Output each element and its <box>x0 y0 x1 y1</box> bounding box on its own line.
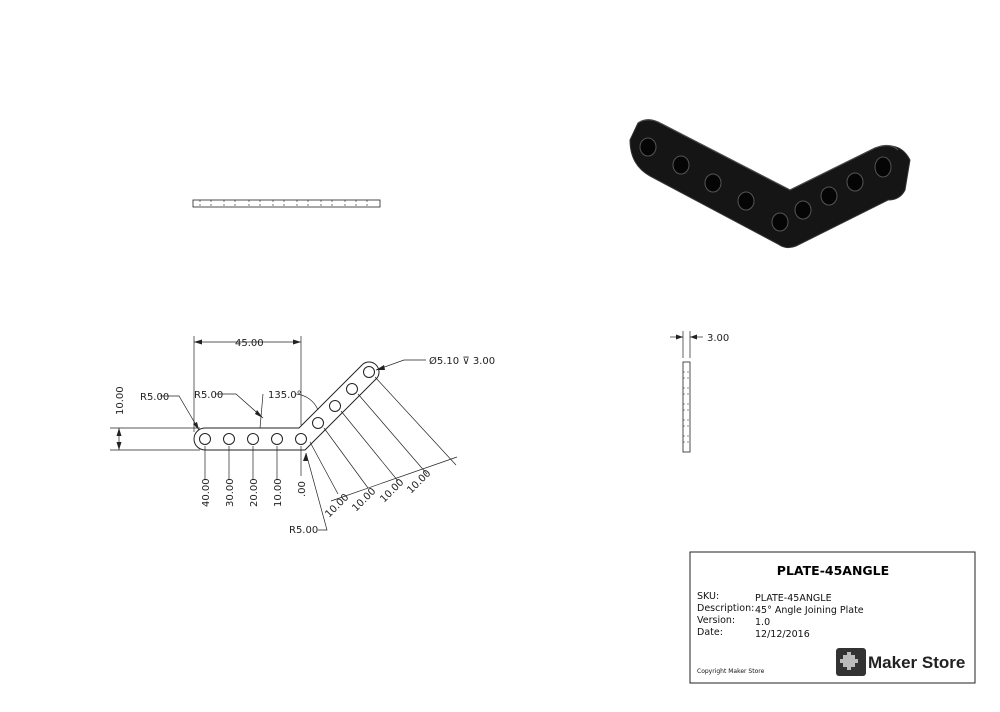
top-view <box>192 199 381 208</box>
hole <box>223 433 235 445</box>
description-label: Description: <box>697 603 754 614</box>
hole-3d <box>639 137 657 157</box>
version-label: Version: <box>697 615 735 626</box>
date-label: Date: <box>697 627 723 638</box>
dim-ordinate-d: 10.00 <box>350 486 378 514</box>
top-view-hidden-lines <box>199 200 368 207</box>
plate-3d-body <box>629 119 911 249</box>
dim-ordinate-d: 10.00 <box>405 468 433 496</box>
plate-3d-top-edge <box>637 119 899 191</box>
dim-radius-inner: R5.00 <box>194 390 223 401</box>
isometric-view <box>629 119 911 249</box>
dimension-text: 45.00 10.00 R5.00 R5.00 135.0° Ø5.10 ⊽ 3… <box>115 333 729 536</box>
title-block-frame <box>689 551 976 684</box>
hole <box>247 433 259 445</box>
version-value: 1.0 <box>755 617 770 628</box>
hole <box>346 383 358 395</box>
holes <box>199 366 375 445</box>
dimension-lines <box>110 336 458 531</box>
dim-ordinate-d: 10.00 <box>323 492 351 520</box>
dim-thickness: 3.00 <box>707 333 729 344</box>
plate-3d-holes <box>639 137 892 232</box>
hole <box>271 433 283 445</box>
dim-ordinate-h: .00 <box>297 481 308 497</box>
side-view-hidden-lines <box>683 371 690 443</box>
dim-ordinate-h: 10.00 <box>273 478 284 507</box>
hole-3d <box>771 212 789 232</box>
hole-3d <box>846 172 864 192</box>
hole-3d <box>704 173 722 193</box>
side-view-outline <box>682 361 691 453</box>
dim-ordinate-h: 40.00 <box>201 478 212 507</box>
hole-3d <box>794 200 812 220</box>
dim-ordinate-h: 30.00 <box>225 478 236 507</box>
dim-length: 45.00 <box>235 338 264 349</box>
hole-3d <box>672 155 690 175</box>
hole <box>329 400 341 412</box>
hole <box>199 433 211 445</box>
dim-radius-left: R5.00 <box>140 392 169 403</box>
part-title: PLATE-45ANGLE <box>777 563 889 578</box>
hole-3d <box>820 186 838 206</box>
dim-ordinate-h: 20.00 <box>249 478 260 507</box>
dim-angle: 135.0° <box>268 390 302 401</box>
description-value: 45° Angle Joining Plate <box>755 605 864 616</box>
dim-ordinate-d: 10.00 <box>378 477 406 505</box>
top-view-outline <box>192 199 381 208</box>
dim-radius-bottom: R5.00 <box>289 525 318 536</box>
side-view <box>670 331 703 453</box>
front-view <box>193 361 380 451</box>
date-value: 12/12/2016 <box>755 629 810 640</box>
plate-outline <box>193 361 380 451</box>
title-block: PLATE-45ANGLE SKU: PLATE-45ANGLE Descrip… <box>689 551 976 684</box>
sku-label: SKU: <box>697 591 719 602</box>
hole-3d <box>874 156 892 178</box>
hole <box>363 366 375 378</box>
hole <box>295 433 307 445</box>
copyright-text: Copyright Maker Store <box>697 668 765 675</box>
sku-value: PLATE-45ANGLE <box>755 593 832 604</box>
arrowheads <box>116 339 385 461</box>
hole-3d <box>737 191 755 211</box>
dim-hole-callout: Ø5.10 ⊽ 3.00 <box>429 355 495 367</box>
brand-name: Maker Store <box>868 653 965 672</box>
maker-store-logo-icon <box>836 648 866 676</box>
hole <box>312 417 324 429</box>
dim-width: 10.00 <box>115 386 126 415</box>
